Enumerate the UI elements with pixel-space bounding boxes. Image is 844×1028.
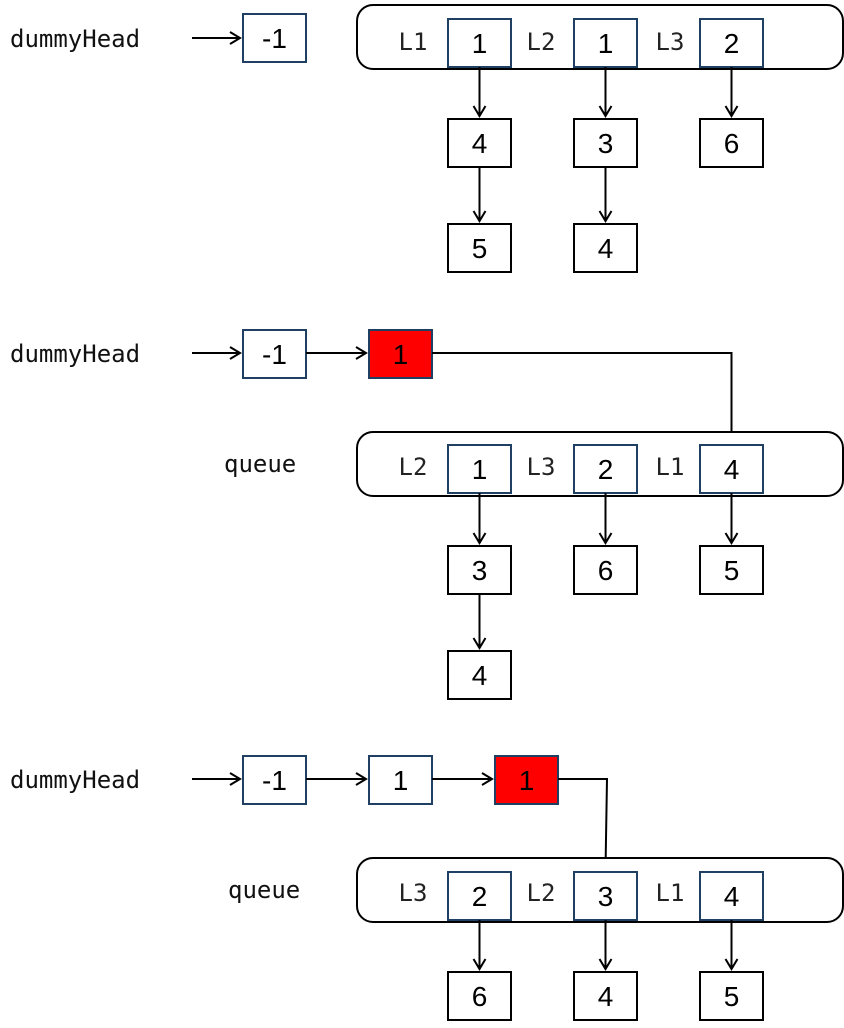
- list-node: 5: [447, 223, 512, 273]
- list-node: 6: [699, 118, 764, 168]
- list-node-value: 4: [598, 233, 614, 264]
- link-to-next-arrow: [558, 778, 613, 871]
- list-head-value: 4: [724, 881, 740, 912]
- list-head-value: 2: [472, 881, 488, 912]
- highlighted-node-value: 1: [519, 765, 535, 796]
- list-label: L3: [527, 453, 556, 481]
- list-node: 6: [573, 545, 638, 595]
- list-label: L1: [656, 453, 685, 481]
- list-head-node: 2: [573, 444, 638, 494]
- list-node-value: 3: [598, 128, 614, 159]
- list-label: L3: [656, 28, 685, 56]
- queue-label: queue: [228, 876, 300, 904]
- list-head-node: 1: [573, 18, 638, 68]
- list-head-node: 3: [573, 871, 638, 921]
- list-head-node: 4: [699, 871, 764, 921]
- panel-1: dummyHead -1 L1 1 4 5 L2 1: [10, 4, 844, 273]
- list-head-node: 1: [447, 444, 512, 494]
- chain-node-value: -1: [262, 339, 287, 370]
- list-node: 4: [573, 223, 638, 273]
- chain-node-value: -1: [262, 765, 287, 796]
- list-node: 4: [573, 971, 638, 1021]
- list-node: 3: [573, 118, 638, 168]
- list-node-value: 5: [724, 555, 740, 586]
- list-head-value: 1: [598, 28, 614, 59]
- panel-3: dummyHead -1 1 1 queue L3 2 6: [10, 755, 844, 1021]
- list-node-value: 5: [472, 233, 488, 264]
- list-label: L2: [527, 28, 556, 56]
- list-label: L1: [399, 28, 428, 56]
- chain-node-value: 1: [393, 765, 409, 796]
- list-label: L1: [656, 879, 685, 907]
- list-head-value: 1: [472, 454, 488, 485]
- list-node: 6: [447, 971, 512, 1021]
- list-label: L2: [399, 453, 428, 481]
- list-node-value: 4: [598, 981, 614, 1012]
- dummy-head-label: dummyHead: [10, 25, 140, 53]
- panel-2: dummyHead -1 1 queue L2 1 3 4: [10, 329, 844, 700]
- list-head-node: 2: [447, 871, 512, 921]
- list-head-value: 4: [724, 454, 740, 485]
- dummy-head-label: dummyHead: [10, 766, 140, 794]
- list-head-value: 1: [472, 28, 488, 59]
- highlighted-node-value: 1: [393, 339, 409, 370]
- list-head-node: 2: [699, 18, 764, 68]
- highlighted-node: 1: [494, 755, 559, 805]
- list-node-value: 6: [598, 555, 614, 586]
- list-node: 5: [699, 971, 764, 1021]
- list-head-node: 1: [447, 18, 512, 68]
- list-head-value: 2: [724, 28, 740, 59]
- chain-node: -1: [242, 329, 307, 379]
- list-node: 4: [447, 118, 512, 168]
- list-node-value: 3: [472, 555, 488, 586]
- chain-node: -1: [242, 755, 307, 805]
- chain-node-value: -1: [262, 23, 287, 54]
- queue-label: queue: [224, 450, 296, 478]
- chain-node: 1: [368, 755, 433, 805]
- list-node-value: 5: [724, 981, 740, 1012]
- list-head-value: 2: [598, 454, 614, 485]
- highlighted-node: 1: [368, 329, 433, 379]
- chain-node: -1: [242, 13, 307, 63]
- list-label: L2: [527, 879, 556, 907]
- list-head-node: 4: [699, 444, 764, 494]
- list-node: 4: [447, 650, 512, 700]
- list-node-value: 4: [472, 660, 488, 691]
- dummy-head-label: dummyHead: [10, 340, 140, 368]
- list-node-value: 6: [472, 981, 488, 1012]
- list-node: 3: [447, 545, 512, 595]
- link-to-next-arrow: [432, 352, 739, 444]
- list-head-value: 3: [598, 881, 614, 912]
- list-label: L3: [399, 879, 428, 907]
- list-node-value: 4: [472, 128, 488, 159]
- list-node: 5: [699, 545, 764, 595]
- list-node-value: 6: [724, 128, 740, 159]
